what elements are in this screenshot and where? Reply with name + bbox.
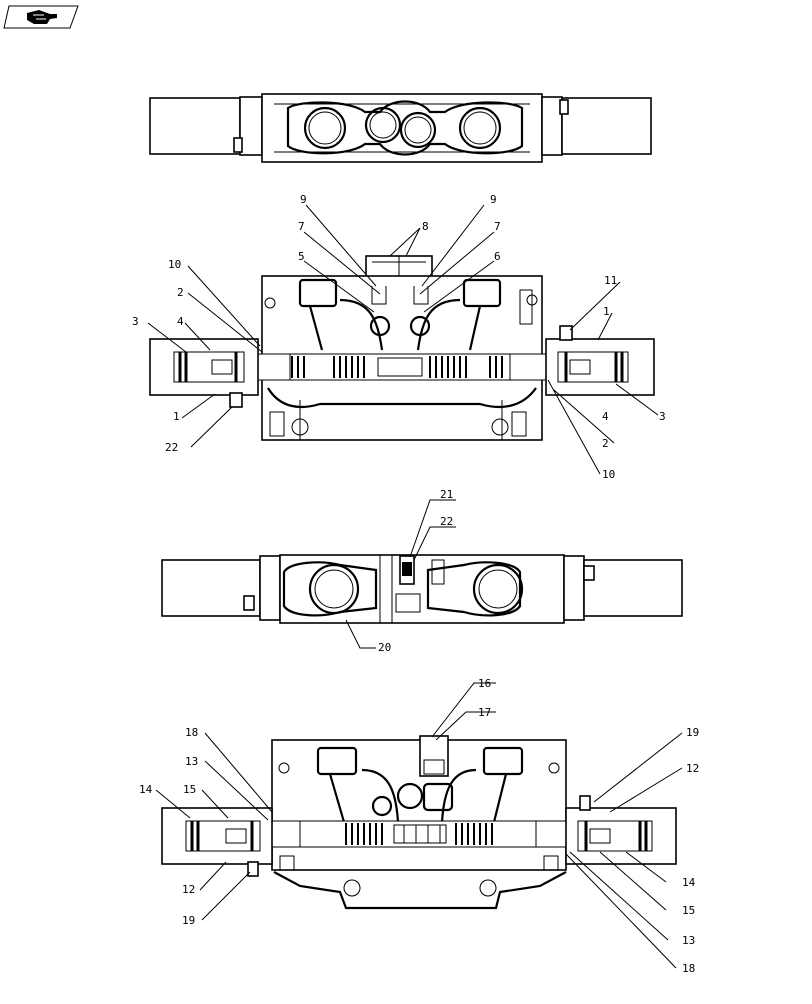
callout-4-right: 4 [602, 410, 609, 423]
callout-13-right: 13 [682, 934, 695, 947]
upper-section-housing [149, 255, 655, 441]
callout-6: 6 [494, 250, 501, 263]
top-view-housing [149, 93, 652, 163]
callout-7-right: 7 [494, 220, 501, 233]
callout-19-left: 19 [182, 914, 195, 927]
callout-2-left: 2 [177, 286, 184, 299]
callout-10-left: 10 [168, 258, 181, 271]
callout-22-upper: 22 [165, 441, 178, 454]
callout-8: 8 [422, 220, 429, 233]
lower-section-callouts: 16 17 18 13 14 15 12 19 19 12 14 15 13 1… [139, 677, 699, 975]
callout-11: 11 [604, 274, 617, 287]
callout-19-right: 19 [686, 726, 699, 739]
callout-3-right: 3 [659, 410, 666, 423]
hand-pointer-icon [27, 10, 57, 24]
callout-1-right: 1 [603, 305, 610, 318]
lower-section-housing [161, 735, 677, 910]
callout-20: 20 [378, 641, 391, 654]
callout-15-left: 15 [183, 783, 196, 796]
middle-view-housing [161, 554, 683, 624]
upper-section-callouts: 9 9 8 7 7 5 6 10 2 3 4 1 22 11 1 4 3 2 1… [132, 193, 666, 481]
callout-16: 16 [478, 677, 491, 690]
callout-10-right: 10 [602, 468, 615, 481]
callout-1-left: 1 [173, 410, 180, 423]
callout-13-left: 13 [185, 755, 198, 768]
callout-12-right: 12 [686, 762, 699, 775]
callout-3-left: 3 [132, 315, 139, 328]
callout-21: 21 [440, 488, 453, 501]
callout-12-left: 12 [182, 883, 195, 896]
callout-14-right: 14 [682, 876, 696, 889]
callout-18-right: 18 [682, 962, 695, 975]
callout-9-left: 9 [300, 193, 307, 206]
callout-2-right: 2 [602, 437, 609, 450]
callout-15-right: 15 [682, 904, 695, 917]
callout-4-left: 4 [177, 315, 184, 328]
middle-view-callouts: 21 22 20 [345, 488, 456, 654]
callout-17: 17 [478, 706, 491, 719]
nav-badge[interactable] [3, 5, 79, 29]
callout-7-left: 7 [298, 220, 305, 233]
callout-9-right: 9 [490, 193, 497, 206]
callout-18-left: 18 [185, 726, 198, 739]
callout-5: 5 [298, 250, 305, 263]
callout-14-left: 14 [139, 783, 153, 796]
callout-22-middle: 22 [440, 515, 453, 528]
